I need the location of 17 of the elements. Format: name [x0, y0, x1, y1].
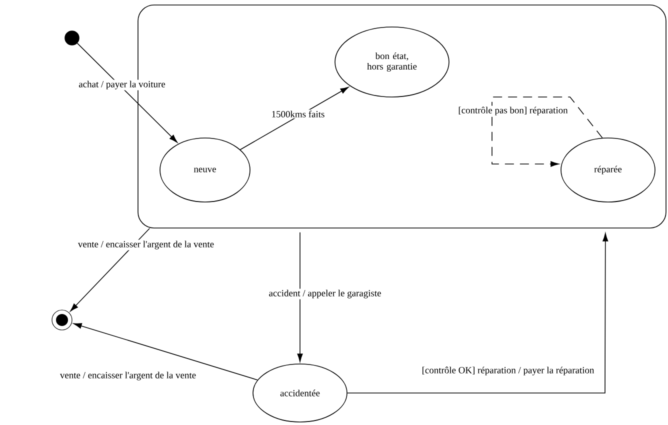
transition-arrow	[240, 86, 349, 150]
edge-label: [contrôle pas bon] réparation	[457, 106, 569, 116]
edge-label: accident / appeler le garagiste	[268, 288, 382, 300]
edge-label: vente / encaisser l'argent de la vente	[58, 370, 198, 382]
transition-arrow	[492, 96, 603, 167]
transition-arrow	[297, 232, 303, 362]
transition-arrow	[70, 228, 150, 312]
initial-state-dot	[64, 30, 80, 46]
composite-state-box	[138, 4, 666, 228]
transition-arrow	[347, 233, 608, 394]
edge-label: 1500kms faits	[270, 110, 326, 118]
transition-arrow	[73, 323, 258, 380]
final-state-bullseye	[52, 310, 72, 330]
edge-label: [contrôle OK] réparation / payer la réparation	[420, 366, 596, 376]
transition-arrow	[76, 42, 178, 143]
edge-label: vente / encaisser l'argent de la vente	[76, 240, 216, 250]
edge-label: achat / payer la voiture	[78, 80, 166, 90]
